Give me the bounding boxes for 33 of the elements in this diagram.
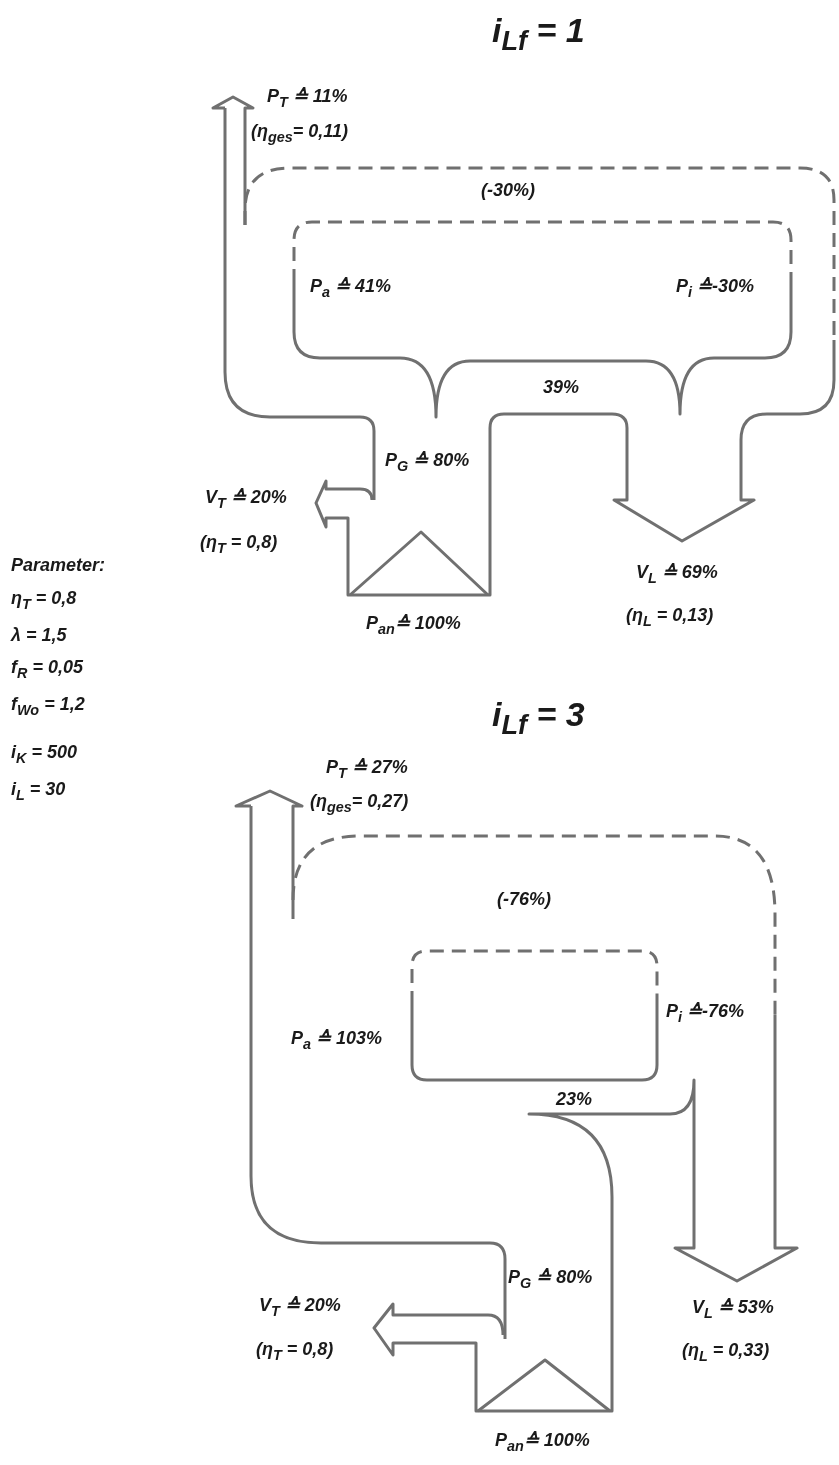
flow-label: (η$_{L}$ = 0,13): [626, 606, 714, 630]
flow-label: V$_{L}$ ≙ 53%: [692, 1298, 774, 1322]
flow-label: V$_{T}$ ≙ 20%: [205, 488, 287, 512]
flow-label: i$_{K}$ = 500: [11, 743, 77, 767]
flow-label: 23%: [556, 1090, 593, 1110]
case-heading: i$_{Lf}$ = 1: [492, 12, 585, 56]
flow-label: P$_{G}$ ≙ 80%: [385, 451, 470, 475]
flow-label: (η$_{T}$ = 0,8): [256, 1340, 334, 1364]
flow-label: V$_{T}$ ≙ 20%: [259, 1296, 341, 1320]
flow-label: P$_{an}$≙ 100%: [366, 614, 461, 638]
flow-label: Parameter:: [11, 556, 106, 576]
flow-label: P$_{i}$ ≙-30%: [676, 277, 755, 301]
flow-label: f$_{Wo}$ = 1,2: [11, 695, 85, 719]
flow-label: (η$_{ges}$= 0,27): [310, 792, 409, 816]
flow-label: 39%: [543, 378, 580, 398]
flow-label: (η$_{T}$ = 0,8): [200, 533, 278, 557]
flow-label: f$_{R}$ = 0,05: [11, 658, 83, 682]
flow-label: P$_{i}$ ≙-76%: [666, 1002, 745, 1026]
flow-label: λ = 1,5: [11, 626, 67, 646]
flow-label: P$_{a}$ ≙ 41%: [310, 277, 392, 301]
flow-label: V$_{L}$ ≙ 69%: [636, 563, 718, 587]
flow-label: P$_{a}$ ≙ 103%: [291, 1029, 383, 1053]
case-heading: i$_{Lf}$ = 3: [492, 696, 585, 740]
flow-label: (η$_{ges}$= 0,11): [251, 122, 349, 146]
flow-label: P$_{T}$ ≙ 11%: [267, 87, 348, 111]
flow-label: (-76%): [497, 890, 551, 910]
flow-label: P$_{G}$ ≙ 80%: [508, 1268, 593, 1292]
flow-label: η$_{T}$ = 0,8: [11, 589, 77, 613]
flow-label: (-30%): [481, 181, 535, 201]
flow-label: (η$_{L}$ = 0,33): [682, 1341, 770, 1365]
flow-label: i$_{L}$ = 30: [11, 780, 66, 804]
flow-label: P$_{an}$≙ 100%: [495, 1431, 590, 1455]
flow-label: P$_{T}$ ≙ 27%: [326, 758, 408, 782]
